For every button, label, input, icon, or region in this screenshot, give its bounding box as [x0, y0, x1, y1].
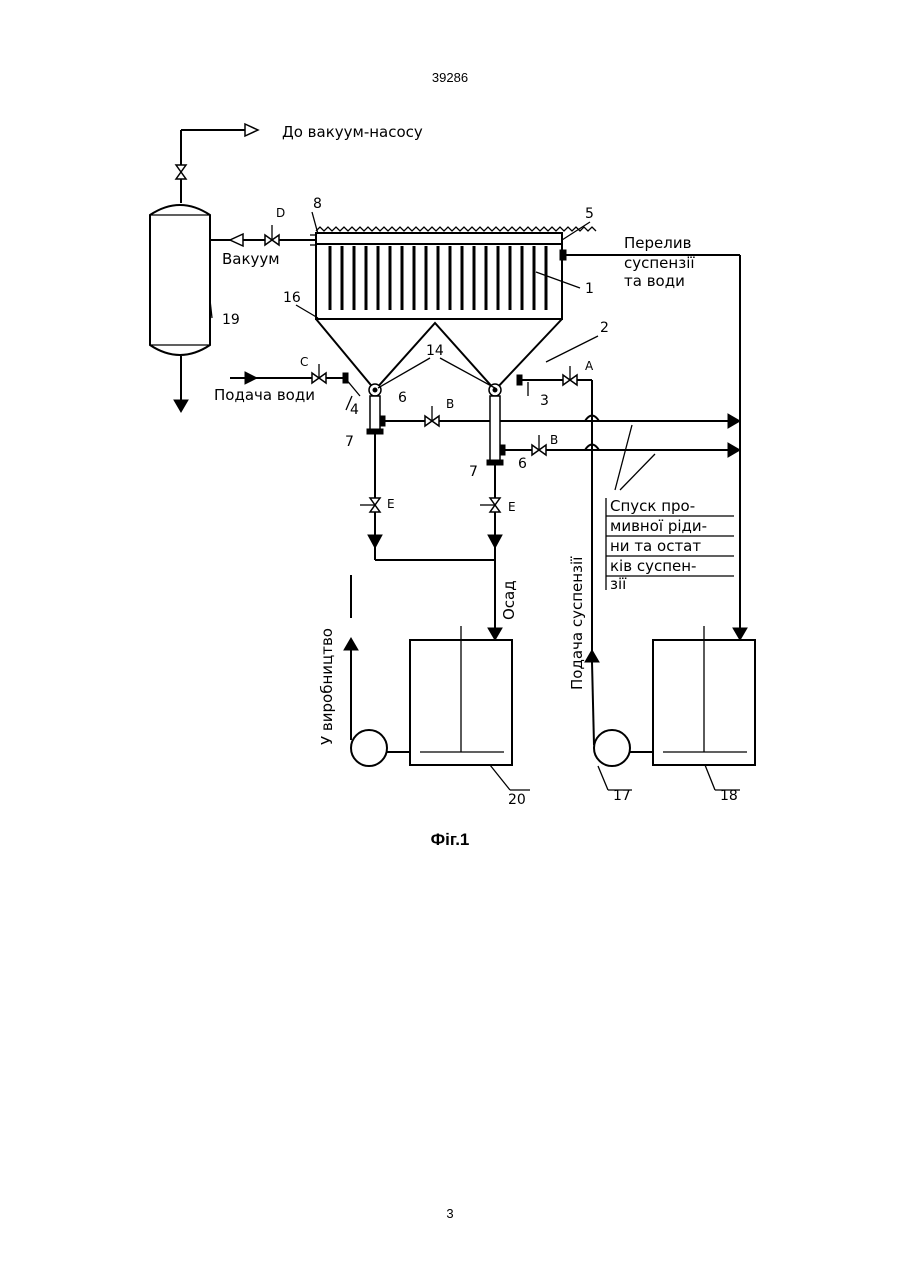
num-16: 16 [283, 290, 301, 306]
valve-letter-c: C [300, 355, 308, 369]
num-7b: 7 [469, 464, 478, 480]
num-6b: 6 [518, 456, 527, 472]
label-vacuum: Вакуум [222, 250, 280, 268]
valve-letter-a: A [585, 359, 594, 373]
valve-letter-e2: E [508, 500, 516, 514]
num-8: 8 [313, 196, 322, 212]
num-7a: 7 [345, 434, 354, 450]
label-drain-1: Спуск про- [610, 497, 695, 515]
num-19: 19 [222, 312, 240, 328]
num-2: 2 [600, 320, 609, 336]
vacuum-receiver-19 [150, 205, 210, 355]
label-suspension-supply: Подача суспензії [568, 556, 586, 690]
valve-letter-b1: B [446, 397, 454, 411]
label-drain-3: ни та остат [610, 537, 701, 555]
label-drain-4: ків суспен- [610, 557, 696, 575]
figure-caption: Фіг.1 [0, 830, 900, 850]
label-to-vacuum-pump: До вакуум-насосу [282, 123, 423, 141]
label-drain-5: зії [610, 575, 627, 593]
num-1: 1 [585, 281, 594, 297]
num-4: 4 [350, 402, 359, 418]
label-to-production: У виробництво [318, 628, 336, 745]
num-6a: 6 [398, 390, 407, 406]
valve-letter-d: D [276, 206, 285, 220]
drain-label-box: Спуск про- мивної ріди- ни та остат ків … [606, 497, 734, 593]
num-20: 20 [508, 792, 526, 808]
suspension-tank-18 [653, 626, 755, 765]
num-14: 14 [426, 343, 444, 359]
label-overflow-3: та води [624, 272, 685, 290]
label-water-supply: Подача води [214, 386, 315, 404]
label-sediment: Осад [500, 580, 518, 620]
filter-vessel-1 [316, 227, 596, 396]
valve-letter-e1: E [387, 497, 395, 511]
num-3: 3 [540, 393, 549, 409]
valve-letter-b2: B [550, 433, 558, 447]
label-overflow-2: суспензії [624, 254, 695, 272]
sediment-tank-20 [410, 626, 512, 765]
num-17: 17 [613, 788, 631, 804]
label-drain-2: мивної ріди- [610, 517, 707, 535]
label-overflow-1: Перелив [624, 234, 691, 252]
num-5: 5 [585, 206, 594, 222]
page-number: 3 [0, 1206, 900, 1221]
num-18: 18 [720, 788, 738, 804]
